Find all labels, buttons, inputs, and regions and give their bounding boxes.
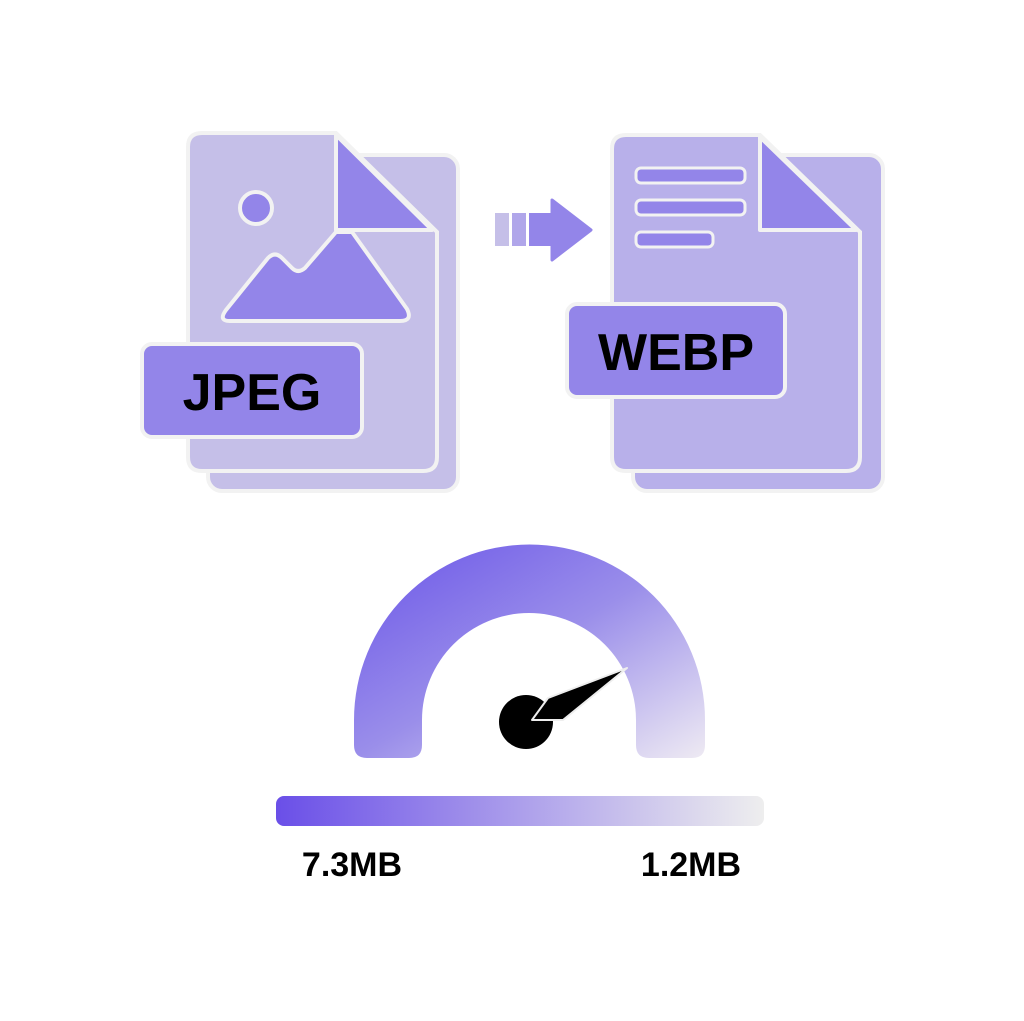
webp-label: WEBP	[598, 324, 754, 382]
page-fold-icon	[758, 135, 858, 232]
converted-size-label: 1.2MB	[641, 846, 741, 884]
jpeg-badge	[140, 342, 364, 439]
mountain-icon	[220, 230, 411, 323]
original-size-label: 7.3MB	[302, 846, 402, 884]
sun-icon	[238, 190, 274, 226]
text-line-icon	[634, 166, 747, 185]
text-line-icon	[634, 198, 747, 217]
speedometer-icon	[354, 544, 705, 758]
jpeg-file-icon: JPEG	[140, 131, 460, 493]
gauge-needle	[531, 667, 628, 721]
webp-badge	[565, 302, 787, 399]
gauge-arc	[354, 544, 705, 758]
page-fold-icon	[334, 133, 434, 232]
webp-file-icon: WEBP	[565, 133, 885, 493]
arrow-right-icon	[495, 198, 593, 262]
jpeg-label: JPEG	[183, 364, 322, 422]
text-line-icon	[634, 230, 715, 249]
size-reduction-bar	[276, 796, 764, 826]
